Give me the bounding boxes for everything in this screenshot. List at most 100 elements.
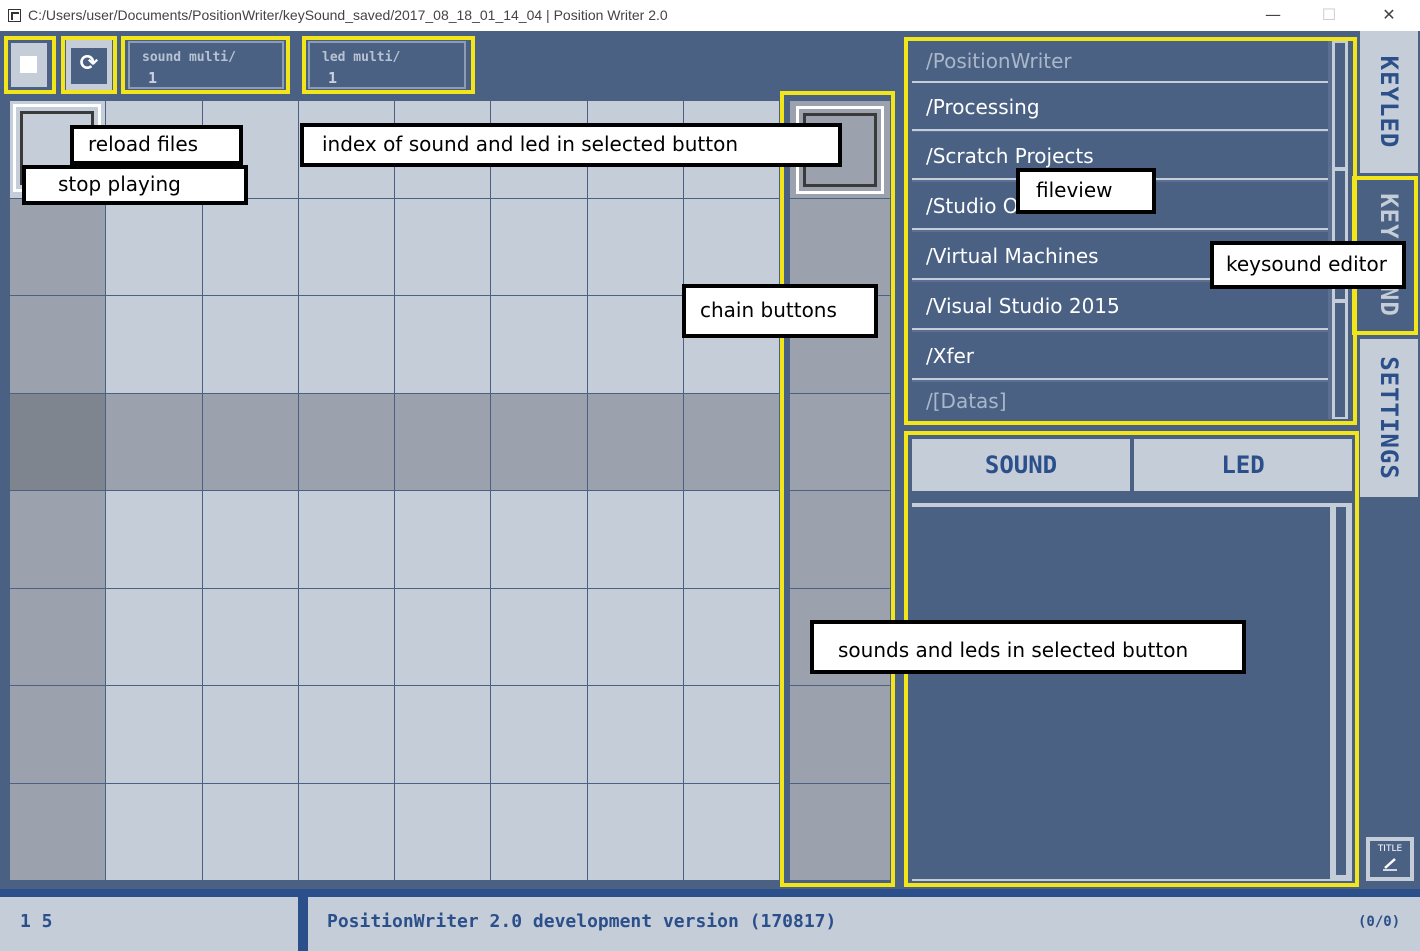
stop-button[interactable]	[8, 40, 50, 90]
grid-button[interactable]	[683, 491, 780, 589]
maximize-button[interactable]: ☐	[1321, 5, 1337, 24]
app-area: ⟳ sound multi/ 1 led multi/ 1 /PositionW…	[0, 31, 1420, 951]
grid-button[interactable]	[587, 296, 684, 394]
tab-sound[interactable]: SOUND	[912, 439, 1130, 491]
grid-button[interactable]	[202, 198, 299, 296]
grid-button[interactable]	[587, 198, 684, 296]
grid-button[interactable]	[10, 783, 107, 881]
grid-button[interactable]	[395, 491, 492, 589]
grid-button[interactable]	[202, 783, 299, 881]
minimize-button[interactable]: —	[1265, 5, 1281, 24]
grid-button[interactable]	[202, 491, 299, 589]
sound-multi-box[interactable]: sound multi/ 1	[128, 41, 284, 89]
tab-settings[interactable]: SETTINGS	[1360, 339, 1418, 497]
grid-button[interactable]	[10, 393, 107, 491]
grid-button[interactable]	[395, 296, 492, 394]
grid-button[interactable]	[491, 783, 588, 881]
grid-button[interactable]	[491, 198, 588, 296]
fileview-scrollbar[interactable]	[1332, 41, 1348, 419]
grid-button[interactable]	[106, 393, 203, 491]
grid-button[interactable]	[587, 393, 684, 491]
tab-led[interactable]: LED	[1134, 439, 1352, 491]
file-item[interactable]: /Scratch Projects	[912, 132, 1328, 180]
status-count: (0/0)	[1358, 914, 1401, 930]
reload-button-face: ⟳	[71, 48, 107, 84]
highlight-stop	[4, 36, 56, 94]
file-item[interactable]: /[Datas]	[912, 382, 1328, 419]
chain-button[interactable]	[790, 589, 890, 686]
window-title: C:/Users/user/Documents/PositionWriter/k…	[28, 7, 668, 23]
grid-button[interactable]	[491, 588, 588, 686]
tab-keyled[interactable]: KEYLED	[1360, 31, 1418, 173]
grid-button[interactable]	[10, 491, 107, 589]
grid-button[interactable]	[298, 588, 395, 686]
led-multi-label: led multi/	[322, 50, 401, 65]
fileview-scroll-thumb[interactable]	[1335, 171, 1345, 299]
grid-button[interactable]	[298, 198, 395, 296]
grid-button[interactable]	[106, 588, 203, 686]
grid-button[interactable]	[683, 198, 780, 296]
status-left-panel: 1 5	[0, 897, 298, 951]
grid-button[interactable]	[202, 686, 299, 784]
reload-icon: ⟳	[79, 51, 99, 76]
grid-button[interactable]	[491, 686, 588, 784]
grid-button[interactable]	[202, 296, 299, 394]
file-item[interactable]: /PositionWriter	[912, 41, 1328, 83]
file-item[interactable]: /Xfer	[912, 332, 1328, 380]
grid-button[interactable]	[395, 588, 492, 686]
grid-button[interactable]	[106, 783, 203, 881]
file-item[interactable]: /Visual Studio 2015	[912, 282, 1328, 330]
grid-button[interactable]	[491, 491, 588, 589]
grid-button[interactable]	[202, 588, 299, 686]
chain-button[interactable]	[790, 296, 890, 394]
chain-button[interactable]	[790, 686, 890, 784]
grid-button[interactable]	[106, 296, 203, 394]
grid-button[interactable]	[683, 686, 780, 784]
grid-button[interactable]	[491, 393, 588, 491]
pen-icon	[1383, 858, 1397, 871]
grid-button[interactable]	[395, 783, 492, 881]
grid-button[interactable]	[10, 686, 107, 784]
grid-button[interactable]	[106, 198, 203, 296]
grid-button[interactable]	[298, 393, 395, 491]
grid-button[interactable]	[10, 198, 107, 296]
reload-button[interactable]: ⟳	[66, 40, 112, 90]
grid-button[interactable]	[395, 686, 492, 784]
close-button[interactable]: ✕	[1382, 5, 1396, 24]
grid-button[interactable]	[587, 588, 684, 686]
file-item[interactable]: /Processing	[912, 83, 1328, 131]
grid-button[interactable]	[298, 686, 395, 784]
app-icon	[8, 9, 21, 22]
sound-led-list[interactable]	[912, 503, 1352, 881]
annotation-chain-buttons: chain buttons	[682, 284, 878, 338]
grid-button[interactable]	[491, 296, 588, 394]
chain-buttons	[790, 101, 890, 881]
grid-button[interactable]	[395, 198, 492, 296]
status-coords: 1 5	[20, 911, 53, 932]
grid-button[interactable]	[587, 491, 684, 589]
chain-button[interactable]	[790, 491, 890, 589]
sound-led-scrollbar[interactable]	[1336, 507, 1346, 875]
grid-button[interactable]	[298, 296, 395, 394]
grid-button[interactable]	[106, 686, 203, 784]
grid-button[interactable]	[587, 686, 684, 784]
grid-button[interactable]	[202, 393, 299, 491]
grid-button[interactable]	[10, 588, 107, 686]
grid-button[interactable]	[683, 588, 780, 686]
grid-button[interactable]	[683, 393, 780, 491]
grid-button[interactable]	[10, 296, 107, 394]
grid-button[interactable]	[298, 783, 395, 881]
grid-button[interactable]	[587, 783, 684, 881]
title-button[interactable]: TITLE	[1366, 837, 1414, 881]
chain-button[interactable]	[790, 101, 890, 199]
grid-button[interactable]	[106, 491, 203, 589]
highlight-reload	[61, 36, 117, 94]
led-multi-box[interactable]: led multi/ 1	[308, 41, 466, 89]
chain-button[interactable]	[790, 784, 890, 881]
highlight-chain	[780, 91, 895, 887]
annotation-keysound-editor: keysound editor	[1210, 241, 1406, 289]
grid-button[interactable]	[395, 393, 492, 491]
grid-button[interactable]	[683, 783, 780, 881]
grid-button[interactable]	[298, 491, 395, 589]
chain-button[interactable]	[790, 394, 890, 491]
